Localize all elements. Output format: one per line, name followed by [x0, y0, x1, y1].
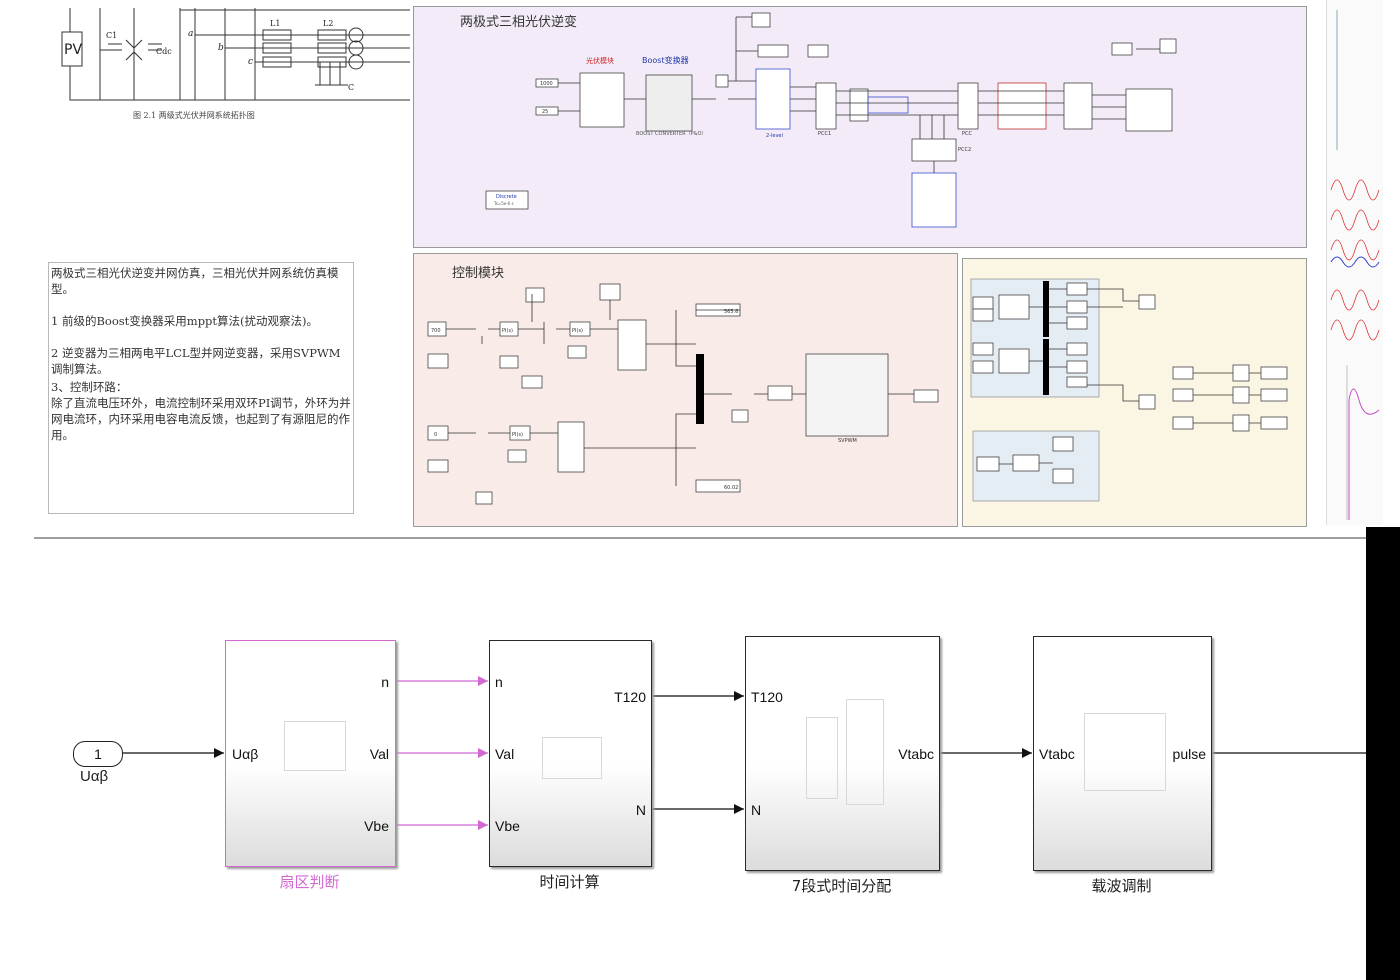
- svg-text:PI(s): PI(s): [502, 328, 513, 334]
- svg-text:PCC1: PCC1: [818, 131, 831, 137]
- black-sidebar: [1366, 527, 1400, 980]
- port-in-vtabc: Vtabc: [1039, 746, 1075, 762]
- svg-text:2-level: 2-level: [766, 133, 783, 139]
- time-calculation-label: 时间计算: [539, 873, 600, 891]
- ctrl-panel-title: 控制模块: [452, 266, 505, 281]
- port-out-val: Val: [369, 746, 389, 762]
- subsystem-preview: [1084, 713, 1166, 791]
- port-in-n: n: [495, 674, 503, 690]
- svg-text:L1: L1: [270, 19, 280, 28]
- scope-waveform-strip: [1326, 0, 1383, 525]
- control-module-panel[interactable]: 控制模块: [413, 253, 958, 527]
- svg-text:25: 25: [542, 109, 548, 115]
- svg-text:L2: L2: [323, 19, 333, 28]
- svg-text:光伏模块: 光伏模块: [586, 56, 614, 65]
- port-out-n: n: [381, 674, 389, 690]
- svg-text:1000: 1000: [540, 81, 553, 87]
- svg-text:c: c: [248, 57, 253, 67]
- svg-text:565.6: 565.6: [724, 309, 738, 315]
- pv-panel-title: 两极式三相光伏逆变: [460, 15, 578, 30]
- svg-text:60.02: 60.02: [724, 485, 738, 491]
- svg-text:BOOST CONVERTER（P&O）: BOOST CONVERTER（P&O）: [636, 131, 706, 137]
- svpwm-detail-panel[interactable]: [962, 258, 1307, 527]
- svg-text:a: a: [188, 29, 193, 39]
- description-textbox[interactable]: 两极式三相光伏逆变并网仿真，三相光伏并网系统仿真模型。 1 前级的Boost变换…: [48, 262, 354, 514]
- port-out-vbe: Vbe: [364, 818, 389, 834]
- description-item3-head: 3、控制环路：: [51, 380, 128, 394]
- pv-label: PV: [64, 42, 82, 58]
- svg-text:SVPWM: SVPWM: [838, 438, 857, 444]
- svg-text:0: 0: [434, 432, 437, 438]
- port-out-pulse: pulse: [1172, 746, 1206, 762]
- carrier-modulation-label: 载波调制: [1091, 877, 1152, 895]
- subsystem-preview: [542, 737, 602, 779]
- svpwm-signal-lines: [121, 676, 1366, 830]
- port-out-N: N: [635, 802, 646, 818]
- svg-text:C: C: [348, 83, 354, 92]
- port-in-t120: T120: [751, 689, 783, 705]
- svg-text:PCC: PCC: [962, 131, 973, 137]
- inport-1[interactable]: 1: [73, 741, 123, 767]
- time-calculation-block[interactable]: n Val Vbe T120 N: [489, 640, 652, 867]
- svpwm-detail: [970, 278, 1288, 502]
- port-out-vtabc: Vtabc: [898, 746, 934, 762]
- figure-caption: 图 2.1 两级式光伏并网系统拓扑图: [133, 111, 255, 120]
- svg-text:C1: C1: [106, 31, 117, 40]
- svg-text:Ts=5e-6 s: Ts=5e-6 s: [493, 201, 514, 206]
- description-intro: 两极式三相光伏逆变并网仿真，三相光伏并网系统仿真模型。: [51, 266, 339, 296]
- port-in-ualphabeta: Uαβ: [232, 746, 259, 762]
- scope-waveforms: [1330, 10, 1380, 520]
- svg-text:700: 700: [431, 328, 441, 334]
- port-in-N: N: [751, 802, 762, 818]
- subsystem-preview: [284, 721, 346, 771]
- inport-label: Uαβ: [80, 768, 109, 785]
- sector-judgment-label: 扇区判断: [279, 873, 340, 891]
- svg-text:PCC2: PCC2: [958, 147, 971, 153]
- description-item3-body: 除了直流电压环外，电流控制环采用双环PI调节，外环为并网电流环，内环采用电容电流…: [51, 396, 351, 442]
- description-item1: 1 前级的Boost变换器采用mppt算法(扰动观察法)。: [51, 314, 319, 328]
- seven-segment-allocation-block[interactable]: T120 N Vtabc: [745, 636, 940, 871]
- topology-figure: PV C1 Cdc a b c L1 L2 C: [61, 8, 410, 101]
- subsystem-preview-2: [806, 717, 838, 799]
- description-item2: 2 逆变器为三相两电平LCL型并网逆变器，采用SVPWM调制算法。: [51, 346, 341, 376]
- svg-text:Discrete: Discrete: [496, 194, 517, 200]
- pv-inverter-panel[interactable]: 两极式三相光伏逆变: [413, 6, 1307, 248]
- sector-judgment-block[interactable]: Uαβ n Val Vbe: [225, 640, 396, 867]
- port-in-vbe: Vbe: [495, 818, 520, 834]
- control-circuit: 565.6 60.02 SVPWM 700 0 PI(s) PI(s) PI(s…: [427, 283, 939, 505]
- subsystem-preview: [846, 699, 884, 805]
- reference-screenshot: PV C1 Cdc a b c L1 L2 C 图 2.1 两级式光伏并网系统拓…: [48, 0, 1383, 527]
- carrier-modulation-block[interactable]: Vtabc pulse: [1033, 636, 1212, 871]
- svg-text:b: b: [218, 43, 224, 53]
- svg-text:PI(s): PI(s): [512, 432, 523, 438]
- svg-text:Cdc: Cdc: [156, 47, 172, 56]
- port-out-t120: T120: [614, 689, 646, 705]
- svg-text:PI(s): PI(s): [572, 328, 583, 334]
- seven-segment-allocation-label: 7段式时间分配: [791, 877, 892, 895]
- pv-circuit: 光伏模块 Boost变换器 BOOST CONVERTER（P&O） 1000 …: [485, 12, 1177, 228]
- divider: [34, 537, 1400, 539]
- port-in-val: Val: [495, 746, 515, 762]
- svg-text:Boost变换器: Boost变换器: [642, 55, 689, 65]
